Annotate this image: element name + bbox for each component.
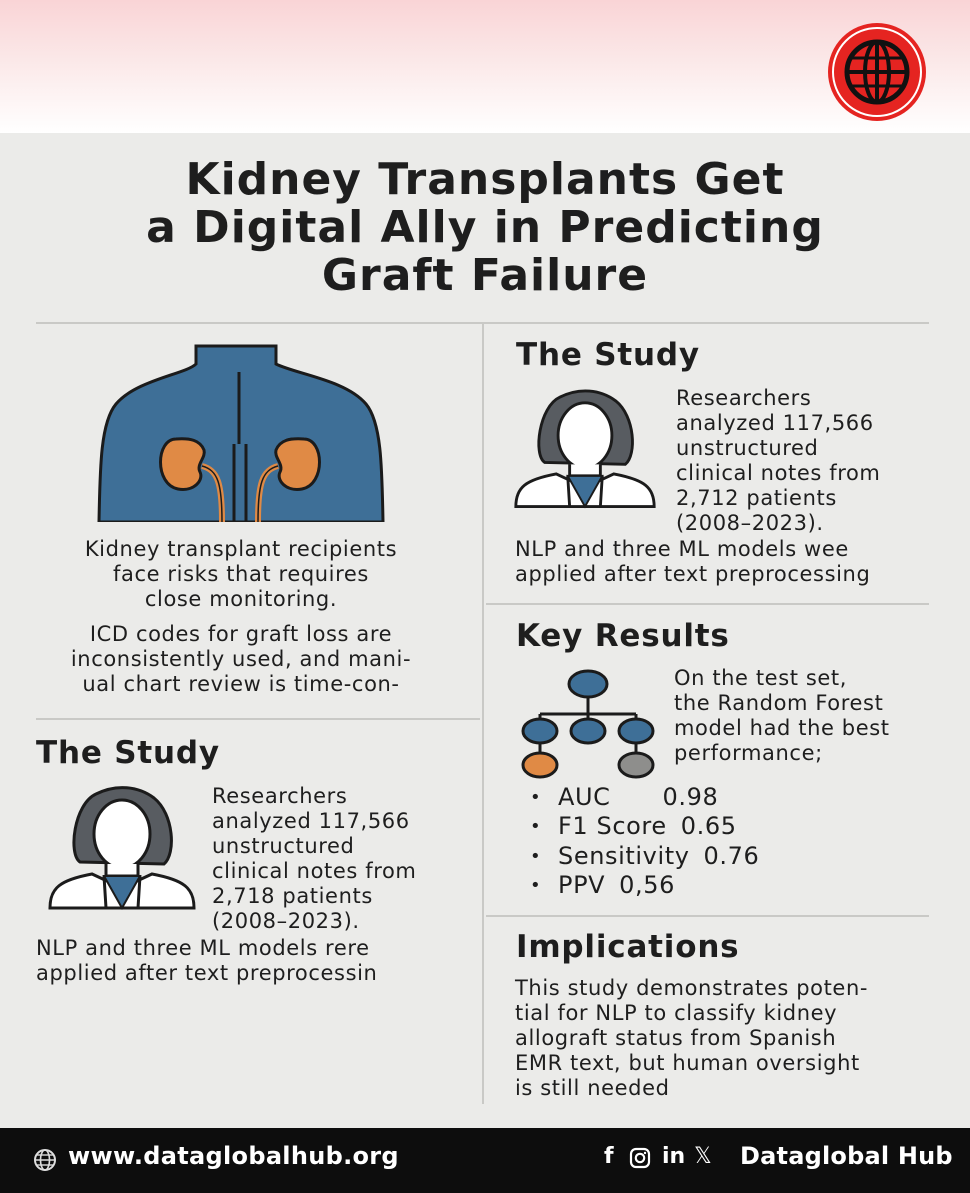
text-line: allograft status from Spanish <box>515 1026 837 1050</box>
right-study-heading: The Study <box>516 337 700 373</box>
bullet-icon: • <box>530 787 542 808</box>
text-line: NLP and three ML models wee <box>515 537 849 561</box>
decision-tree-icon <box>521 669 655 779</box>
researcher-icon <box>48 786 196 910</box>
text-line: Kidney transplant recipients <box>84 537 398 561</box>
divider <box>36 322 929 324</box>
right-study-text: Researchers analyzed 117,566 unstructure… <box>676 386 956 536</box>
text-line: (2008–2023). <box>212 909 360 933</box>
text-line: clinical notes from <box>676 461 881 485</box>
metric-label: AUC <box>558 783 611 811</box>
divider <box>486 915 929 917</box>
key-results-text: On the test set, the Random Forest model… <box>674 666 959 766</box>
text-line: Researchers <box>212 784 348 808</box>
text-line: analyzed 117,566 <box>212 809 410 833</box>
text-line: is still needed <box>515 1076 670 1100</box>
metric-value: 0.76 <box>703 842 760 870</box>
title-line: Graft Failure <box>321 250 649 301</box>
left-study-text: Researchers analyzed 117,566 unstructure… <box>212 784 472 934</box>
x-icon[interactable]: 𝕏 <box>694 1144 712 1169</box>
text-line: clinical notes from <box>212 859 417 883</box>
left-nlp-text: NLP and three ML models rere applied aft… <box>36 936 476 986</box>
implications-text: This study demonstrates poten- tial for … <box>515 976 965 1101</box>
metric-label: PPV <box>558 871 606 899</box>
text-line: Researchers <box>676 386 812 410</box>
text-line: This study demonstrates poten- <box>515 976 869 1000</box>
instagram-icon[interactable] <box>629 1147 651 1169</box>
bullet-icon: • <box>530 816 542 837</box>
metric-ppv: • PPV 0,56 <box>530 870 675 901</box>
metric-auc: • AUC 0.98 <box>530 782 718 813</box>
text-line: ICD codes for graft loss are <box>89 622 393 646</box>
text-line: performance; <box>674 741 823 765</box>
text-line: On the test set, <box>674 666 848 690</box>
dataglobal-logo[interactable] <box>827 22 927 122</box>
facebook-icon[interactable]: f <box>604 1144 614 1169</box>
text-line: applied after text preprocessin <box>36 961 378 985</box>
column-divider <box>482 324 484 1104</box>
text-line: face risks that requires <box>113 562 369 586</box>
metric-label: Sensitivity <box>558 842 690 870</box>
linkedin-icon[interactable]: in <box>662 1144 686 1169</box>
metric-f1: • F1 Score 0.65 <box>530 811 737 842</box>
text-line: (2008–2023). <box>676 511 824 535</box>
metric-value: 0.98 <box>662 783 719 811</box>
text-line: ual chart review is time-con- <box>82 672 400 696</box>
text-line: tial for NLP to classify kidney <box>515 1001 838 1025</box>
bullet-icon: • <box>530 875 542 896</box>
left-study-heading: The Study <box>36 735 220 771</box>
footer-bar: www.dataglobalhub.org f in 𝕏 Dataglobal … <box>0 1128 970 1193</box>
text-line: unstructured <box>676 436 819 460</box>
text-line: 2,712 patients <box>676 486 837 510</box>
text-line: EMR text, but human oversight <box>515 1051 860 1075</box>
website-link[interactable]: www.dataglobalhub.org <box>68 1142 399 1170</box>
text-line: applied after text preprocessing <box>515 562 871 586</box>
globe-icon <box>34 1149 56 1171</box>
divider <box>36 718 480 720</box>
implications-heading: Implications <box>516 929 740 965</box>
metric-label: F1 Score <box>558 812 667 840</box>
title-line: Kidney Transplants Get <box>185 154 785 205</box>
page-title: Kidney Transplants Get a Digital Ally in… <box>40 156 930 300</box>
icd-text: ICD codes for graft loss are inconsisten… <box>36 622 446 697</box>
metric-value: 0,56 <box>619 871 676 899</box>
researcher-icon <box>514 389 656 509</box>
intro-text: Kidney transplant recipients face risks … <box>36 537 446 612</box>
text-line: close monitoring. <box>144 587 338 611</box>
header-band <box>0 0 970 133</box>
torso-kidneys-illustration <box>97 344 385 522</box>
title-line: a Digital Ally in Predicting <box>146 202 824 253</box>
text-line: the Random Forest <box>674 691 884 715</box>
text-line: NLP and three ML models rere <box>36 936 370 960</box>
text-line: analyzed 117,566 <box>676 411 874 435</box>
key-results-heading: Key Results <box>516 618 730 654</box>
divider <box>486 603 929 605</box>
right-nlp-text: NLP and three ML models wee applied afte… <box>515 537 965 587</box>
text-line: unstructured <box>212 834 355 858</box>
text-line: 2,718 patients <box>212 884 373 908</box>
metric-value: 0.65 <box>680 812 737 840</box>
text-line: model had the best <box>674 716 890 740</box>
text-line: inconsistently used, and mani- <box>70 647 412 671</box>
metric-sensitivity: • Sensitivity 0.76 <box>530 841 759 872</box>
brand-name: Dataglobal Hub <box>740 1142 953 1170</box>
bullet-icon: • <box>530 846 542 867</box>
